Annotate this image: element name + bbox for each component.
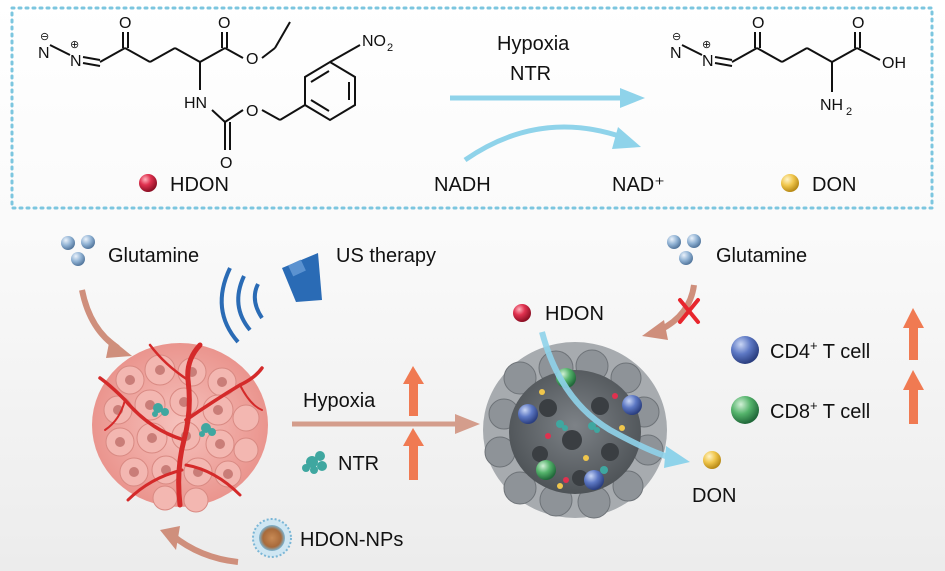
carbamate-o1: O (220, 155, 232, 172)
cofactor-nadh: NADH (434, 174, 491, 196)
carbamate-o2: O (246, 103, 258, 120)
glutamine-uptake-arrow (79, 289, 132, 358)
ultrasound-device-icon (219, 253, 322, 344)
us-therapy-label: US therapy (336, 245, 436, 267)
cd4-sphere-icon (731, 336, 759, 364)
ntr-label: NTR (338, 453, 379, 475)
hypoxia-label: Hypoxia (303, 390, 376, 412)
hypoxia-up-arrow-icon (403, 366, 424, 416)
ester-o: O (246, 51, 258, 68)
don-label: DON (692, 485, 736, 507)
don-atom-labels: ⊖ N N ⊕ O O OH NH 2 (670, 15, 906, 118)
don-ketone-o: O (752, 15, 764, 32)
don-sphere-icon-2 (703, 451, 721, 469)
hdon-sphere-icon-2 (513, 304, 531, 322)
hdon-atom-labels: ⊖ N N ⊕ O O O HN O O NO 2 (38, 15, 393, 172)
cofactor-arrow (463, 124, 641, 163)
glutamine-right-icon (667, 234, 701, 265)
condition-hypoxia: Hypoxia (497, 33, 570, 55)
diazo-n2: N (70, 53, 82, 70)
don-sphere-icon (781, 174, 799, 192)
don-amine: NH (820, 97, 843, 114)
np-delivery-arrow (160, 526, 239, 565)
don-diazo-plus: ⊕ (702, 39, 711, 51)
ketone-o: O (119, 15, 131, 32)
diazo-minus: ⊖ (40, 31, 49, 43)
reaction-arrow (450, 88, 645, 108)
treated-tumor-illustration (483, 342, 667, 519)
hdon-activation-arrow (539, 331, 690, 468)
don-diazo-minus: ⊖ (672, 31, 681, 43)
don-acid-oh: OH (882, 55, 906, 72)
product-label: DON (812, 174, 856, 196)
hdon-label: HDON (545, 303, 604, 325)
don-diazo-n2: N (702, 53, 714, 70)
glutamine-right-label: Glutamine (716, 245, 807, 267)
reactant-label: HDON (170, 174, 229, 196)
glutamine-blocked-arrow (642, 284, 697, 340)
blocked-cross-icon (678, 298, 700, 324)
condition-ntr: NTR (510, 63, 551, 85)
cofactor-nad: NAD⁺ (612, 174, 665, 196)
ester-carbonyl-o: O (218, 15, 230, 32)
hdon-nps-label: HDON-NPs (300, 529, 403, 551)
don-diazo-n1: N (670, 45, 682, 62)
hdon-sphere-icon (139, 174, 157, 192)
glutamine-left-label: Glutamine (108, 245, 199, 267)
normal-tumor-illustration (92, 342, 268, 513)
ntr-enzyme-icon (302, 451, 327, 474)
transition-arrow (292, 414, 480, 434)
cd4-up-arrow-icon (903, 308, 924, 360)
cd8-sphere-icon (731, 396, 759, 424)
nitro-group: NO (362, 33, 386, 50)
ntr-up-arrow-icon (403, 428, 424, 480)
cd8-up-arrow-icon (903, 370, 924, 424)
glutamine-left-icon (61, 235, 95, 266)
don-amine-sub: 2 (846, 106, 852, 118)
cd8-label: CD8+ T cell (770, 398, 870, 423)
nanoparticle-icon (252, 518, 292, 558)
hdon-structure (49, 21, 361, 150)
cd4-label: CD4+ T cell (770, 338, 870, 363)
diazo-n1: N (38, 45, 50, 62)
diazo-plus: ⊕ (70, 39, 79, 51)
carbamate-hn: HN (184, 95, 207, 112)
don-structure (681, 32, 881, 92)
nitro-sub: 2 (387, 42, 393, 54)
don-acid-o: O (852, 15, 864, 32)
